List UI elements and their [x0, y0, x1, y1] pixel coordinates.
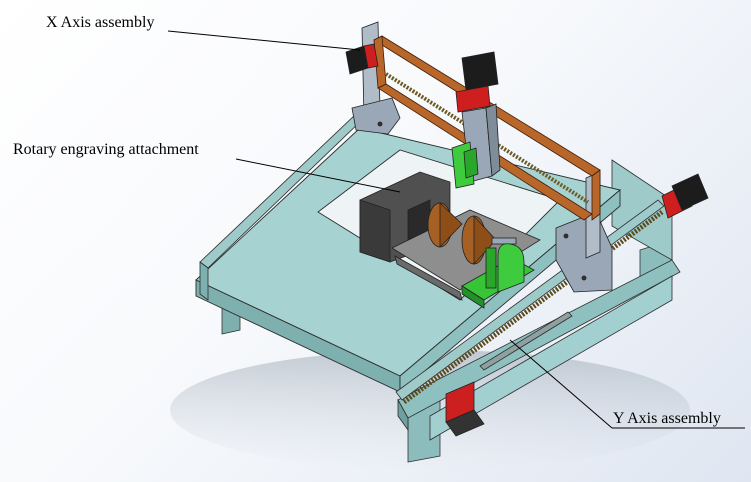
front-motor-block [445, 381, 485, 437]
callout-leaders [167, 30, 745, 429]
base-frame [397, 159, 681, 441]
x-axis-assembly-label: X Axis assembly [46, 14, 155, 31]
z-axis-carriage [451, 51, 501, 189]
x-axis-motor [345, 43, 379, 75]
rotary-attachment-label: Rotary engraving attachment [13, 141, 199, 158]
rotary-leader [235, 158, 401, 193]
y-axis-assembly-label: Y Axis assembly [613, 410, 721, 427]
y-axis-motor [661, 173, 709, 219]
rotary-attachment [359, 171, 541, 309]
x-axis-leader [167, 30, 361, 51]
y-axis-leader [509, 339, 613, 429]
